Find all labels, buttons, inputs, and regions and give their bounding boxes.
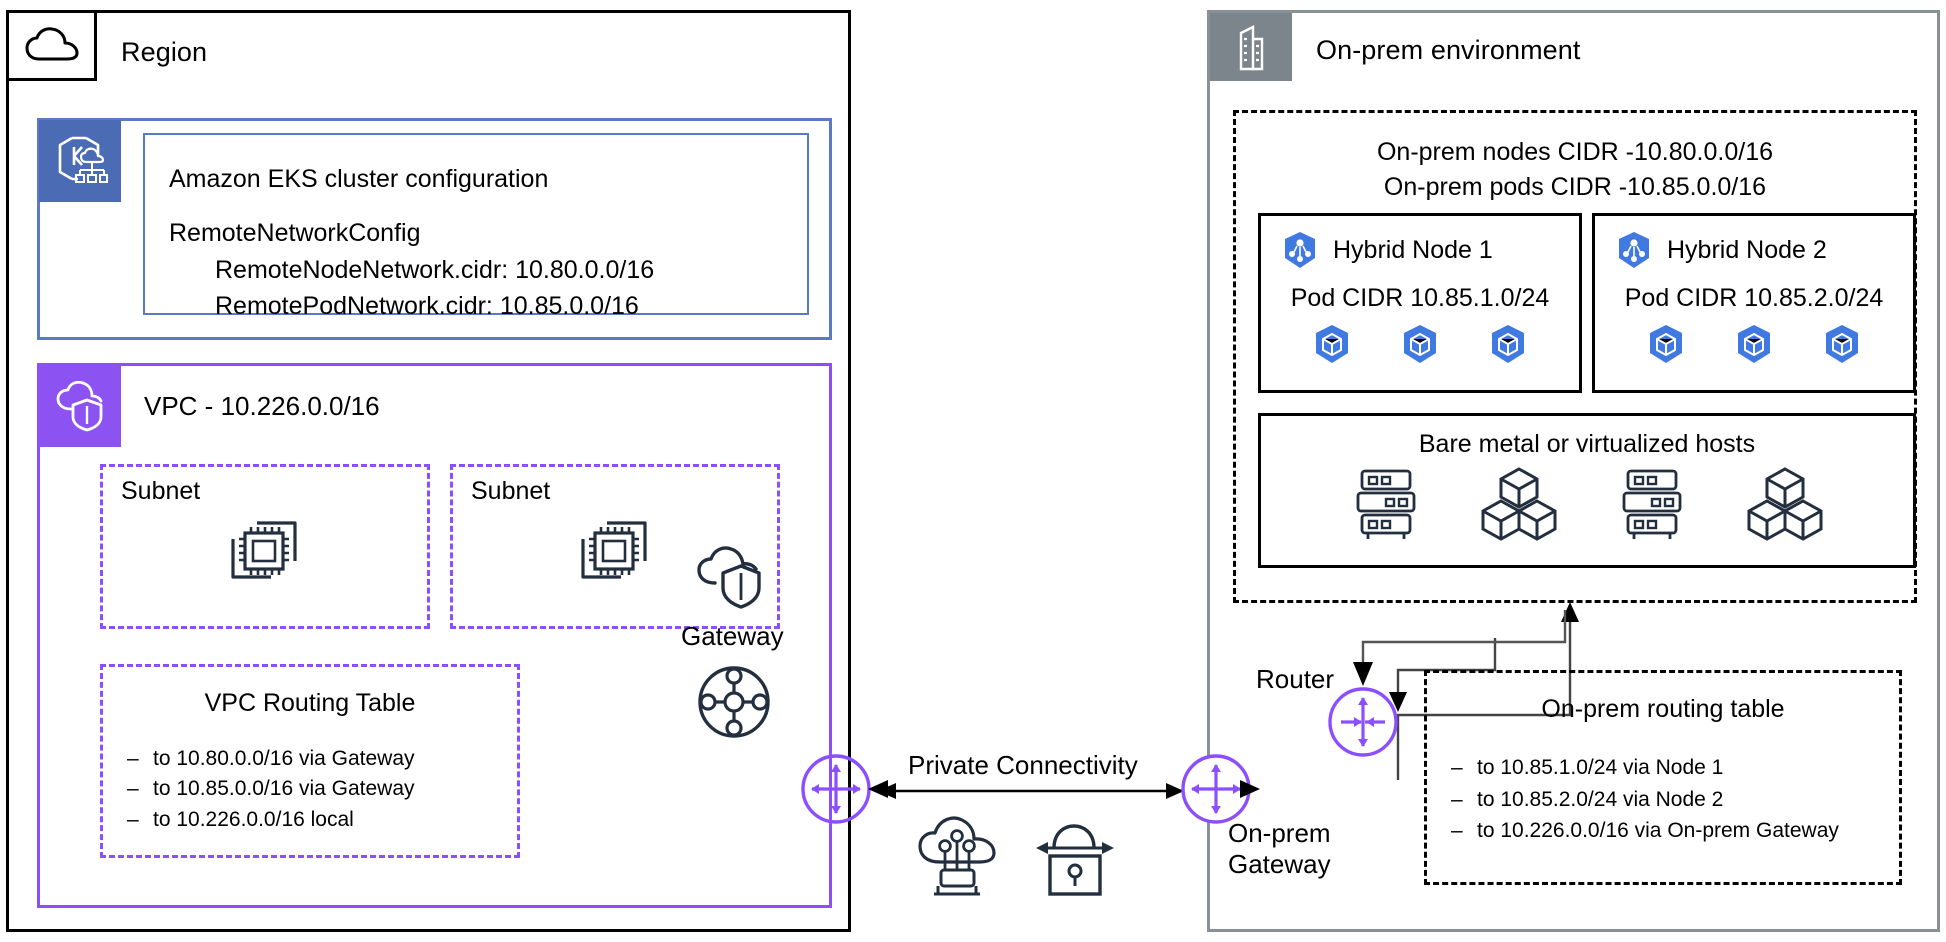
hybrid-node-1-cidr: Pod CIDR 10.85.1.0/24 [1290, 284, 1550, 312]
subnet-1: Subnet [100, 464, 430, 629]
vpc-routing-table-title: VPC Routing Table [204, 689, 416, 717]
connectivity-icons [912, 800, 1142, 910]
double-headed-arrow-icon [876, 780, 1186, 802]
onprem-gateway-label-line1: On-prem [1228, 818, 1331, 848]
cubes-icon [1746, 465, 1824, 543]
hybrid-node-1: Hybrid Node 1 Pod CIDR 10.85.1.0/24 [1258, 213, 1582, 393]
kubernetes-pod-icon [1312, 323, 1352, 365]
onprem-gateway-label-line2: Gateway [1228, 849, 1331, 880]
vpc-container: VPC - 10.226.0.0/16 Subnet [37, 363, 832, 908]
hybrid-node-1-title: Hybrid Node 1 [1333, 235, 1493, 264]
ec2-instances-icon [223, 513, 307, 587]
onprem-route-3: to 10.226.0.0/16 via On-prem Gateway [1451, 815, 1899, 847]
vpn-lock-icon [1036, 824, 1114, 896]
eks-config-key: RemoteNetworkConfig [169, 219, 421, 248]
hybrid-node-2-title: Hybrid Node 2 [1667, 235, 1827, 264]
vpc-title: VPC - 10.226.0.0/16 [144, 391, 380, 421]
kubernetes-pod-icon [1488, 323, 1528, 365]
onprem-routing-table-title: On-prem routing table [1541, 695, 1785, 723]
arrow-into-vpc-gateway [868, 780, 888, 798]
subnet-2: Subnet [450, 464, 780, 629]
hybrid-node-2-cidr: Pod CIDR 10.85.2.0/24 [1624, 284, 1884, 312]
eks-remote-pod-network: RemotePodNetwork.cidr: 10.85.0.0/16 [215, 291, 639, 320]
onprem-gateway-label: On-prem Gateway [1228, 818, 1331, 880]
onprem-pods-cidr: On-prem pods CIDR -10.85.0.0/16 [1383, 173, 1767, 201]
vpc-gateway-router-icon [800, 753, 872, 825]
onprem-nodes-cidr: On-prem nodes CIDR -10.80.0.0/16 [1376, 138, 1774, 166]
kubernetes-pod-icon [1822, 323, 1862, 365]
kubernetes-node-icon [1615, 230, 1653, 270]
private-connectivity-label: Private Connectivity [908, 750, 1138, 780]
vpc-route-3: to 10.226.0.0/16 local [127, 805, 517, 835]
bare-metal-hosts: Bare metal or virtualized hosts [1258, 413, 1916, 568]
cubes-icon [1480, 465, 1558, 543]
arrow-into-onprem-gateway [1240, 780, 1260, 798]
direct-connect-cloud-icon [918, 816, 996, 896]
cloud-shield-icon [691, 541, 773, 613]
eks-remote-node-network: RemoteNodeNetwork.cidr: 10.80.0.0/16 [215, 255, 655, 284]
cloud-region-icon [9, 13, 97, 81]
amazon-eks-icon [39, 120, 121, 202]
hybrid-node-2: Hybrid Node 2 Pod CIDR 10.85.2.0/24 [1592, 213, 1916, 393]
vpc-routing-table: VPC Routing Table to 10.80.0.0/16 via Ga… [100, 664, 520, 858]
onprem-route-1: to 10.85.1.0/24 via Node 1 [1451, 752, 1899, 784]
region-title: Region [121, 37, 208, 67]
server-rack-icon [1616, 465, 1688, 543]
hosts-to-router-arrow [1353, 610, 1567, 686]
onprem-cidr-container: On-prem nodes CIDR -10.80.0.0/16 On-prem… [1233, 110, 1917, 603]
router-label: Router [1256, 664, 1335, 694]
onprem-gateway-icon [1180, 753, 1252, 825]
eks-config-text: Amazon EKS cluster configuration RemoteN… [143, 133, 809, 320]
region-container: Region Amazon EKS cluster configuration [6, 10, 851, 932]
bare-metal-hosts-title: Bare metal or virtualized hosts [1418, 430, 1756, 458]
subnet-2-label: Subnet [471, 477, 551, 505]
onprem-router-icon [1327, 686, 1399, 758]
kubernetes-pod-icon [1734, 323, 1774, 365]
onprem-route-2: to 10.85.2.0/24 via Node 2 [1451, 784, 1899, 816]
vpc-icon [39, 365, 121, 447]
subnet-1-label: Subnet [121, 477, 201, 505]
transit-gateway-icon [695, 663, 773, 741]
kubernetes-node-icon [1281, 230, 1319, 270]
kubernetes-pod-icon [1400, 323, 1440, 365]
eks-heading: Amazon EKS cluster configuration [169, 165, 549, 193]
vpc-route-2: to 10.85.0.0/16 via Gateway [127, 774, 517, 804]
eks-config-panel: Amazon EKS cluster configuration RemoteN… [37, 118, 832, 340]
server-rack-icon [1350, 465, 1422, 543]
onprem-title: On-prem environment [1316, 35, 1581, 65]
ec2-instances-icon [573, 513, 657, 587]
kubernetes-pod-icon [1646, 323, 1686, 365]
building-icon [1210, 13, 1292, 81]
vpc-route-1: to 10.80.0.0/16 via Gateway [127, 744, 517, 774]
gateway-label: Gateway [681, 621, 784, 651]
onprem-routing-table: On-prem routing table to 10.85.1.0/24 vi… [1424, 670, 1902, 885]
